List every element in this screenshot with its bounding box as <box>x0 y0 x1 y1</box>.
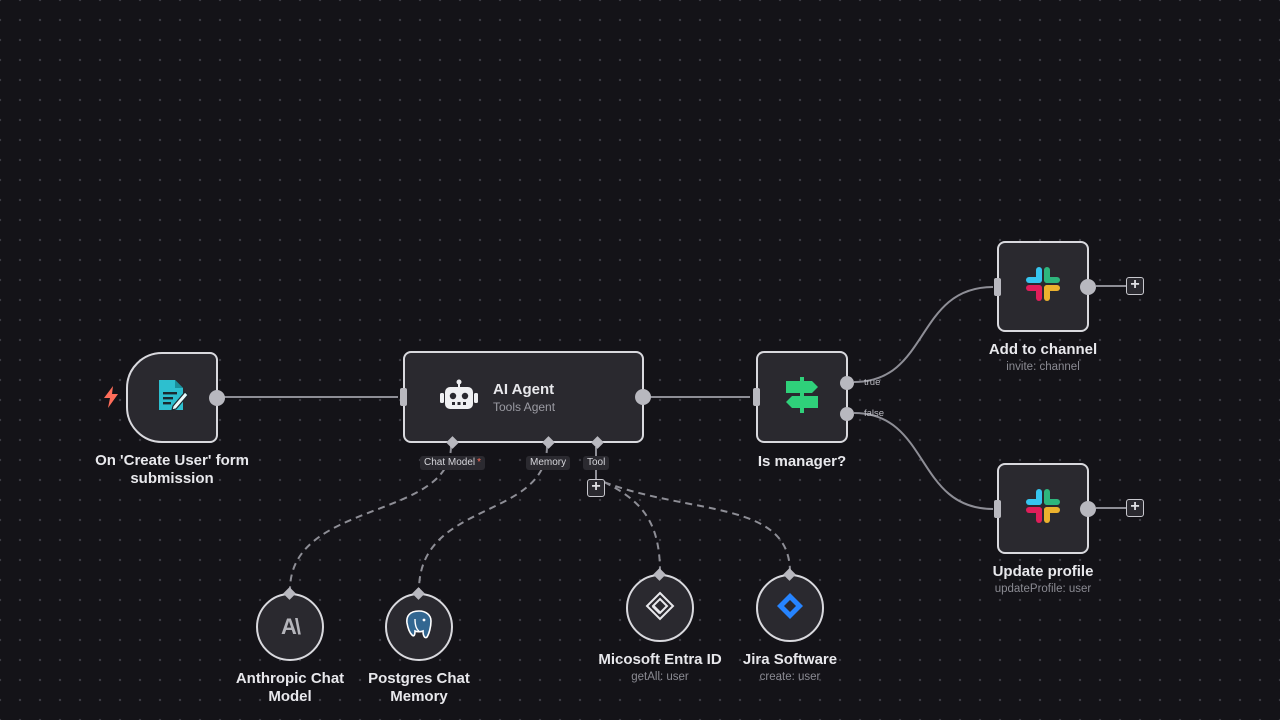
edge-tool-entra <box>603 481 661 573</box>
form-trigger-node[interactable] <box>126 352 225 443</box>
add-to-channel-subtitle: invite: channel <box>1006 361 1080 373</box>
update-profile-subtitle: updateProfile: user <box>994 583 1092 595</box>
add-channel-output-handle[interactable] <box>1080 278 1096 295</box>
signpost-icon <box>782 375 822 420</box>
add-after-channel-button[interactable]: + <box>1126 277 1144 295</box>
update-profile-title: Update profile <box>992 563 1094 580</box>
update-profile-node[interactable] <box>994 463 1096 554</box>
postgres-top-handle[interactable] <box>412 587 425 600</box>
entra-id-node[interactable] <box>626 568 694 642</box>
lightning-icon <box>104 386 118 413</box>
router-false-handle[interactable] <box>840 407 854 421</box>
agent-output-handle[interactable] <box>635 389 651 405</box>
memory-handle[interactable] <box>542 436 555 449</box>
is-manager-title: Is manager? <box>757 453 847 470</box>
postgres-title: Postgres Chat Memory <box>368 670 470 705</box>
false-branch-label: false <box>864 408 885 419</box>
anthropic-chat-model-node[interactable]: A\ <box>256 587 324 661</box>
anthropic-icon: A\ <box>281 614 301 639</box>
entra-icon <box>645 591 675 626</box>
jira-top-handle[interactable] <box>783 568 796 581</box>
chat-model-handle[interactable] <box>446 436 459 449</box>
add-tool-button[interactable]: + <box>587 479 605 497</box>
memory-label: Memory <box>526 456 571 470</box>
entra-subtitle: getAll: user <box>631 671 689 683</box>
agent-input-handle[interactable] <box>400 388 407 406</box>
trigger-output-handle[interactable] <box>209 389 225 406</box>
anthropic-title: Anthropic Chat Model <box>235 670 345 705</box>
add-channel-input-handle[interactable] <box>994 277 1001 296</box>
slack-icon <box>1023 264 1063 309</box>
router-input-handle[interactable] <box>753 388 760 406</box>
jira-title: Jira Software <box>742 651 838 668</box>
tool-handle[interactable] <box>591 436 604 449</box>
true-branch-label: true <box>864 377 881 388</box>
jira-subtitle: create: user <box>759 671 821 683</box>
add-to-channel-title: Add to channel <box>988 341 1098 358</box>
postgres-icon <box>404 609 434 646</box>
form-trigger-title: On 'Create User' form submission <box>95 452 249 487</box>
jira-icon <box>776 592 804 625</box>
router-true-handle[interactable] <box>840 376 854 390</box>
tool-label: Tool <box>583 456 610 470</box>
add-to-channel-node[interactable] <box>994 241 1096 332</box>
add-after-profile-button[interactable]: + <box>1126 499 1144 517</box>
jira-software-node[interactable] <box>756 568 824 642</box>
chat-model-label: Chat Model* <box>420 456 486 470</box>
entra-top-handle[interactable] <box>653 568 666 581</box>
postgres-chat-memory-node[interactable] <box>385 587 453 661</box>
update-profile-output-handle[interactable] <box>1080 500 1096 517</box>
ai-agent-title: AI Agent <box>493 380 555 398</box>
anthropic-top-handle[interactable] <box>283 587 296 600</box>
form-icon <box>155 378 189 417</box>
slack-icon <box>1023 486 1063 531</box>
edge-tool-jira <box>603 481 791 573</box>
robot-icon <box>439 379 479 416</box>
entra-title: Micosoft Entra ID <box>598 651 722 668</box>
ai-agent-subtitle: Tools Agent <box>493 399 556 414</box>
ai-agent-node[interactable]: AI Agent Tools Agent <box>400 351 651 449</box>
is-manager-node[interactable] <box>753 351 854 443</box>
update-profile-input-handle[interactable] <box>994 499 1001 518</box>
edge-false-to-update-profile <box>853 412 994 510</box>
